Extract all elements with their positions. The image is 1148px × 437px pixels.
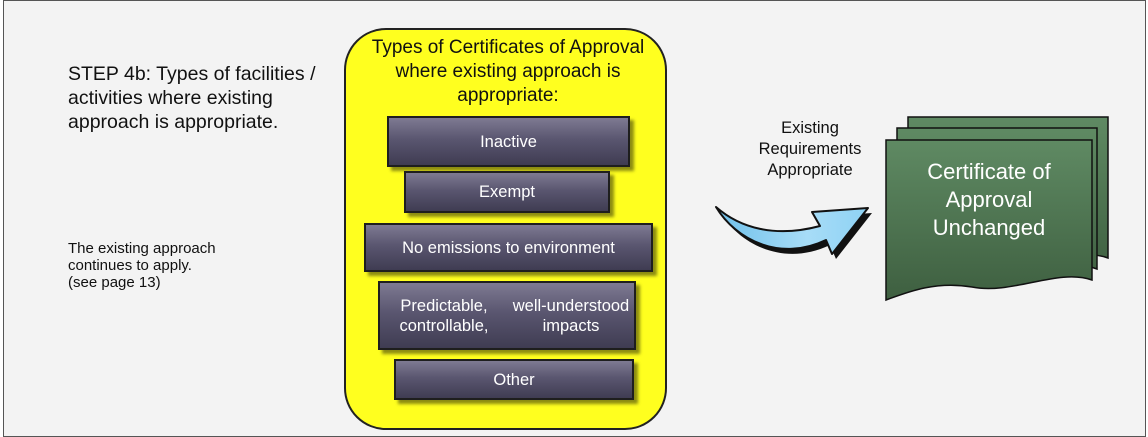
certificate-label-line: Unchanged bbox=[932, 215, 1046, 240]
arrow-label-line: Requirements bbox=[758, 140, 862, 158]
certificate-label-line: Certificate of bbox=[927, 159, 1051, 184]
certificate-label: Certificate of Approval Unchanged bbox=[886, 158, 1092, 242]
type-box-no-emissions: No emissions to environment bbox=[364, 223, 653, 272]
stacked-documents-icon bbox=[885, 116, 1109, 302]
step-title: STEP 4b: Types of facilities / activitie… bbox=[68, 63, 316, 133]
step-note-line: The existing approach bbox=[68, 240, 216, 257]
certificate-label-line: Approval bbox=[945, 187, 1033, 212]
type-label: Predictable, controllable, bbox=[399, 296, 489, 335]
type-label: well-understood impacts bbox=[512, 296, 630, 335]
arrow-label: Existing Requirements Appropriate bbox=[740, 118, 880, 181]
step-note-line: (see page 13) bbox=[68, 274, 161, 291]
arrow-label-line: Existing bbox=[781, 119, 839, 137]
type-label: Inactive bbox=[480, 132, 537, 151]
type-label: No emissions to environment bbox=[402, 238, 615, 257]
step-note: The existing approach continues to apply… bbox=[68, 240, 298, 291]
type-label: Other bbox=[493, 370, 535, 389]
type-box-inactive: Inactive bbox=[387, 116, 630, 167]
arrow-label-line: Appropriate bbox=[767, 161, 853, 179]
certificate-types-title: Types of Certificates of Approval where … bbox=[371, 37, 645, 106]
step-note-line: continues to apply. bbox=[68, 257, 192, 274]
type-box-predictable: Predictable, controllable, well-understo… bbox=[378, 281, 636, 350]
type-box-exempt: Exempt bbox=[404, 171, 610, 213]
type-box-other: Other bbox=[394, 359, 634, 400]
curved-arrow-icon bbox=[715, 206, 872, 259]
type-label: Exempt bbox=[479, 183, 535, 201]
